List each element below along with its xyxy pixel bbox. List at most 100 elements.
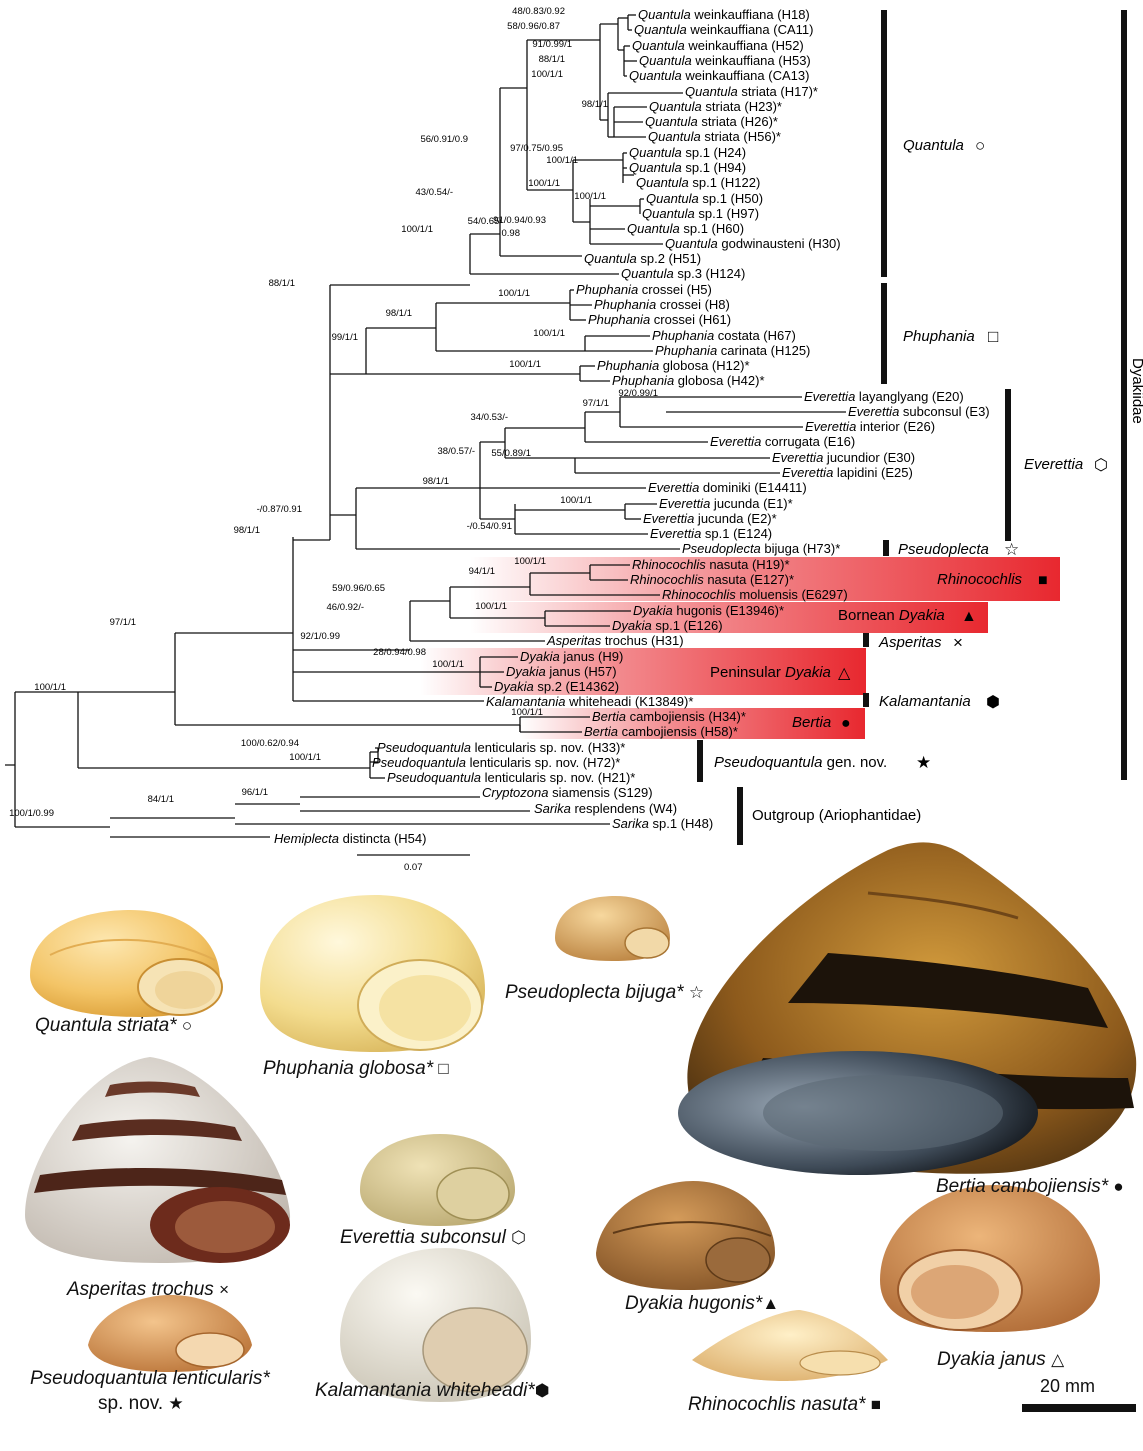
support-label: 46/0.92/- [327,602,365,613]
shell-quantula-striata [20,905,230,1020]
tip-label: Quantula striata (H56)* [648,129,781,144]
support-label: 100/1/1 [514,556,546,567]
shell-pseudoplecta-bijuga [550,893,675,963]
tip-label: Everettia corrugata (E16) [710,434,855,449]
shell-asperitas-trochus [20,1055,295,1265]
clade-symbol-bornean-dyakia: ▲ [961,608,977,625]
support-label: 59/0.96/0.65 [332,583,385,594]
support-label: 92/0.99/1 [618,388,658,399]
tip-label: Dyakia janus (H57) [506,664,617,679]
caption-quantula-striata: Quantula striata* ○ [35,1015,192,1037]
shell-scale-bar [1022,1404,1136,1412]
clade-label-kalamantania: Kalamantania [879,693,971,710]
clade-symbol-pseudoplecta: ☆ [1004,540,1019,559]
support-label: -/0.87/0.91 [257,504,302,515]
tip-label: Everettia jucunda (E2)* [643,511,777,526]
tip-label: Phuphania crossei (H5) [576,282,712,297]
support-label: 100/1/1 [289,752,321,763]
clade-symbol-phuphania: □ [988,327,998,346]
support-label: 91/0.99/1 [532,39,572,50]
tip-label: Quantula weinkauffiana (H53) [639,53,811,68]
tip-label: Phuphania crossei (H8) [594,297,730,312]
tip-label: Everettia interior (E26) [805,419,935,434]
support-label: 0.98 [502,228,521,239]
tip-label: Dyakia sp.1 (E126) [612,618,723,633]
tip-label: Phuphania carinata (H125) [655,343,810,358]
support-label: 100/1/1 [509,359,541,370]
support-label: 100/1/1 [511,707,543,718]
clade-symbol-asperitas: × [953,633,963,652]
tip-label: Quantula weinkauffiana (CA13) [629,68,809,83]
tip-label: Pseudoquantula lenticularis sp. nov. (H7… [372,755,620,770]
caption-everettia-subconsul: Everettia subconsul ⬡ [340,1227,526,1249]
shell-dyakia-hugonis [593,1178,778,1293]
clade-symbol-peninsular-dyakia: △ [838,665,851,682]
clade-label-bornean-dyakia: Bornean Dyakia [838,607,945,624]
tip-label: Everettia dominiki (E14411) [648,480,807,495]
clade-label-everettia: Everettia [1024,456,1083,473]
support-label: 58/0.96/0.87 [507,21,560,32]
caption-kalamantania-whiteheadi: Kalamantania whiteheadi*⬢ [315,1380,550,1402]
support-label: 99/1/1 [332,332,358,343]
tip-label: Phuphania costata (H67) [652,328,796,343]
tip-label: Dyakia sp.2 (E14362) [494,679,619,694]
support-label: 100/1/1 [528,178,560,189]
caption-dyakia-janus: Dyakia janus △ [937,1349,1064,1371]
everettia-bar [1005,389,1011,541]
caption-bertia-cambojiensis: Bertia cambojiensis* ● [936,1176,1124,1198]
tip-label: Phuphania globosa (H42)* [612,373,765,388]
caption-rhinocochlis-nasuta: Rhinocochlis nasuta* ■ [688,1394,881,1416]
tip-label: Everettia sp.1 (E124) [650,526,772,541]
tip-label: Pseudoquantula lenticularis sp. nov. (H2… [387,770,635,785]
shell-phuphania-globosa [255,890,490,1055]
tip-label: Sarika resplendens (W4) [534,801,677,816]
support-label: -/0.54/0.91 [467,521,512,532]
support-label: 55/0.89/1 [491,448,531,459]
asperitas-bar [863,633,869,647]
shell-pseudoquantula-lenticularis [85,1290,255,1375]
tip-label: Quantula striata (H26)* [645,114,778,129]
support-label: 38/0.57/- [438,446,476,457]
tip-label: Asperitas trochus (H31) [546,633,684,648]
clade-label-dyakiidae: Dyakiidae [1129,358,1143,424]
tip-label: Bertia cambojiensis (H58)* [584,724,738,739]
tip-label: Everettia jucundior (E30) [772,450,915,465]
support-label: 100/0.62/0.94 [241,738,299,749]
tip-label: Quantula sp.1 (H50) [646,191,763,206]
support-label: 100/1/0.99 [9,808,54,819]
support-label: 100/1/1 [546,155,578,166]
tip-label: Phuphania crossei (H61) [588,312,731,327]
tip-label: Dyakia janus (H9) [520,649,623,664]
tip-label: Pseudoplecta bijuga (H73)* [682,541,840,556]
clade-label-pseudoquantula: Pseudoquantula gen. nov. [714,754,887,771]
tip-label: Quantula godwinausteni (H30) [665,236,841,251]
tip-label: Everettia subconsul (E3) [848,404,990,419]
clade-symbol-rhinocochlis: ■ [1038,572,1048,589]
support-label: 96/1/1 [242,787,268,798]
support-label: 54/0.65/ [468,216,503,227]
tip-label: Everettia lapidini (E25) [782,465,913,480]
support-label: 100/1/1 [475,601,507,612]
shell-bertia-cambojiensis [668,838,1140,1178]
support-label: 48/0.83/0.92 [512,6,565,17]
support-label: 94/1/1 [469,566,495,577]
pseudoplecta-bar [883,540,889,556]
tip-label: Quantula weinkauffiana (CA11) [634,22,813,37]
clade-label-rhinocochlis: Rhinocochlis [937,571,1023,588]
pseudoquantula-bar [697,740,703,782]
support-label: 97/0.75/0.95 [510,143,563,154]
support-label: 100/1/1 [531,69,563,80]
support-label: 88/1/1 [539,54,565,65]
shell-scale-label: 20 mm [1040,1375,1095,1397]
support-label: 97/1/1 [110,617,136,628]
support-label: 28/0.94/0.98 [373,647,426,658]
tip-label: Quantula sp.1 (H94) [629,160,746,175]
clade-label-peninsular-dyakia: Peninsular Dyakia [710,664,831,681]
tree-scale-label: 0.07 [404,862,423,873]
support-label: 34/0.53/- [471,412,509,423]
clade-label-bertia: Bertia [792,714,831,731]
clade-symbol-pseudoquantula: ★ [916,753,931,772]
tip-label: Quantula striata (H23)* [649,99,782,114]
support-label: 98/1/1 [234,525,260,536]
support-label: 88/1/1 [269,278,295,289]
